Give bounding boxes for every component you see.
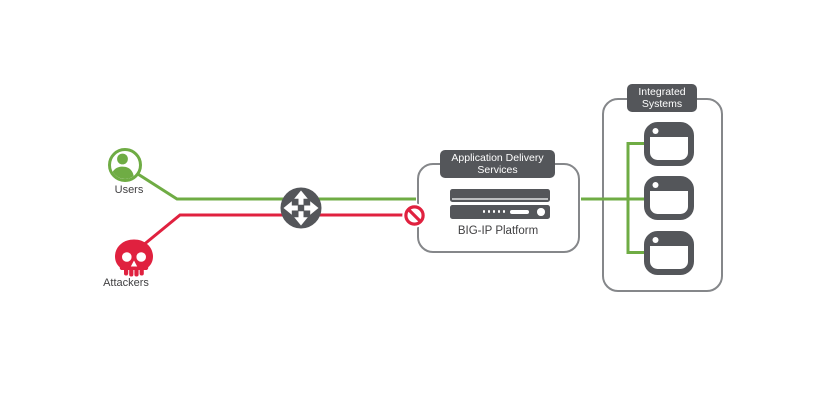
attackers-label: Attackers	[103, 277, 149, 289]
blocked-sign-icon	[402, 202, 427, 228]
integrated-systems-badge-line2: Systems	[641, 98, 683, 111]
users-to-bigip-connector	[129, 167, 416, 201]
bigip-server-icon	[450, 189, 550, 219]
bigip-platform-label: BIG-IP Platform	[457, 225, 539, 237]
attackers-skull-icon	[115, 239, 153, 277]
systems-branch-connector	[626, 142, 645, 254]
app-delivery-badge-line1: Application Delivery	[451, 151, 544, 164]
server-bottom-unit	[450, 204, 550, 219]
app-delivery-badge: Application Delivery Services	[440, 150, 555, 179]
integrated-systems-badge-line1: Integrated	[638, 85, 686, 98]
router-icon	[280, 187, 322, 229]
server-power-knob	[537, 208, 545, 216]
server-slot-line	[452, 197, 548, 200]
integrated-systems-badge: Integrated Systems	[627, 84, 697, 113]
users-icon	[108, 148, 142, 182]
app-window-icon	[644, 176, 694, 220]
app-window-icon	[644, 230, 694, 275]
server-led-dots	[483, 210, 506, 213]
attackers-to-bigip-connector	[135, 213, 409, 253]
app-delivery-badge-line2: Services	[477, 164, 518, 177]
server-vent-pill	[510, 209, 529, 214]
app-window-icon	[644, 121, 694, 166]
users-label: Users	[114, 184, 144, 196]
server-top-unit	[450, 189, 550, 202]
